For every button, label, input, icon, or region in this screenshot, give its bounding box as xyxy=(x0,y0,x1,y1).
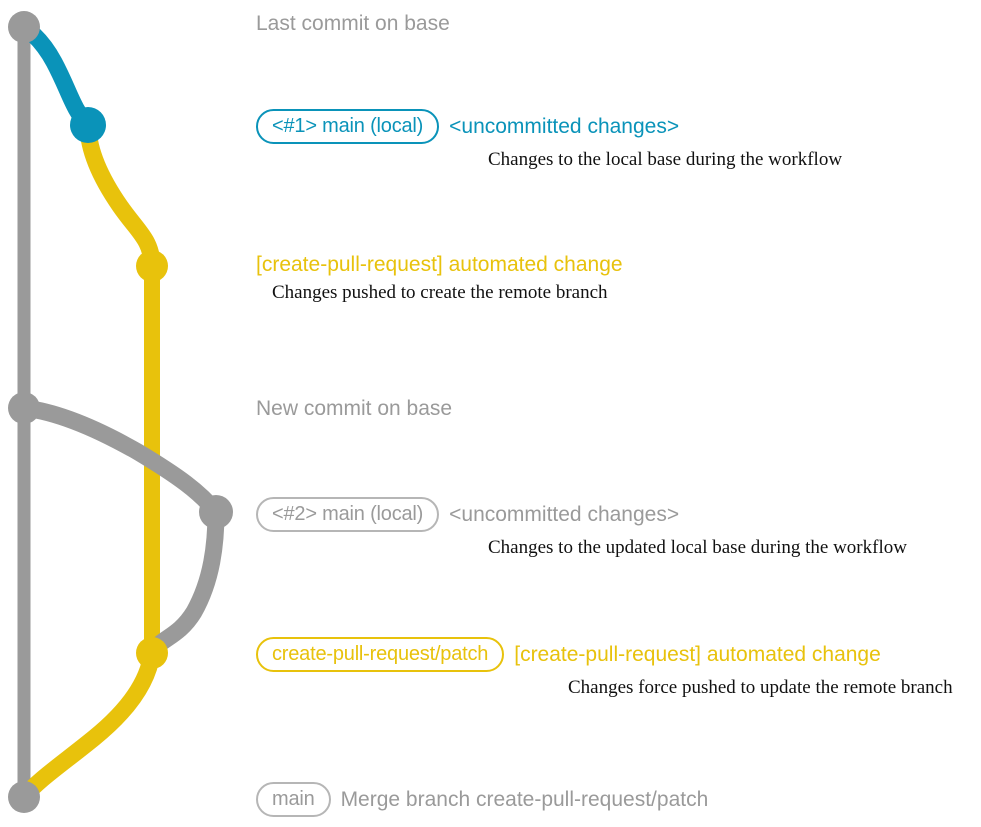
row-head: main Merge branch create-pull-request/pa… xyxy=(256,782,708,817)
commit-note: Changes force pushed to update the remot… xyxy=(568,677,953,698)
branch-pill-create-pull-request-patch[interactable]: create-pull-request/patch xyxy=(256,637,505,672)
row-merge-commit: main Merge branch create-pull-request/pa… xyxy=(256,782,708,817)
row-automated-change-create: [create-pull-request] automated change C… xyxy=(256,252,623,304)
row-local-commit-1: <#1> main (local) <uncommitted changes> … xyxy=(256,109,842,171)
row-local-commit-2: <#2> main (local) <uncommitted changes> … xyxy=(256,497,907,559)
row-head: [create-pull-request] automated change xyxy=(256,252,623,277)
branch-pill-main-local-2[interactable]: <#2> main (local) xyxy=(256,497,440,532)
commit-subject: Merge branch create-pull-request/patch xyxy=(340,788,709,811)
branch-pill-main-local-1[interactable]: <#1> main (local) xyxy=(256,109,440,144)
commit-node-automated-change-update[interactable] xyxy=(136,637,168,669)
commit-subject: Last commit on base xyxy=(256,12,450,35)
commit-subject: [create-pull-request] automated change xyxy=(514,643,881,666)
commit-subject: New commit on base xyxy=(256,397,453,420)
row-automated-change-update: create-pull-request/patch [create-pull-r… xyxy=(256,637,953,699)
row-head: create-pull-request/patch [create-pull-r… xyxy=(256,637,881,672)
commit-note: Changes to the local base during the wor… xyxy=(488,149,843,170)
commit-subject: <uncommitted changes> xyxy=(449,115,680,138)
commit-note: Changes to the updated local base during… xyxy=(488,537,907,558)
row-label-last-commit-on-base: Last commit on base xyxy=(256,11,450,36)
commit-node-new-commit-on-base[interactable] xyxy=(8,392,40,424)
commit-subject: <uncommitted changes> xyxy=(449,503,680,526)
commit-node-automated-change-create[interactable] xyxy=(136,250,168,282)
row-head: <#2> main (local) <uncommitted changes> xyxy=(256,497,679,532)
graph-nodes xyxy=(8,11,233,813)
branch-pill-main[interactable]: main xyxy=(256,782,331,817)
commit-node-local-commit-2[interactable] xyxy=(199,495,233,529)
row-head: <#1> main (local) <uncommitted changes> xyxy=(256,109,679,144)
commit-subject: [create-pull-request] automated change xyxy=(256,253,623,276)
commit-node-merge-commit[interactable] xyxy=(8,781,40,813)
commit-node-last-commit-on-base[interactable] xyxy=(8,11,40,43)
row-label-new-commit-on-base: New commit on base xyxy=(256,396,452,421)
commit-node-local-commit-1[interactable] xyxy=(70,107,106,143)
commit-note: Changes pushed to create the remote bran… xyxy=(272,282,608,303)
